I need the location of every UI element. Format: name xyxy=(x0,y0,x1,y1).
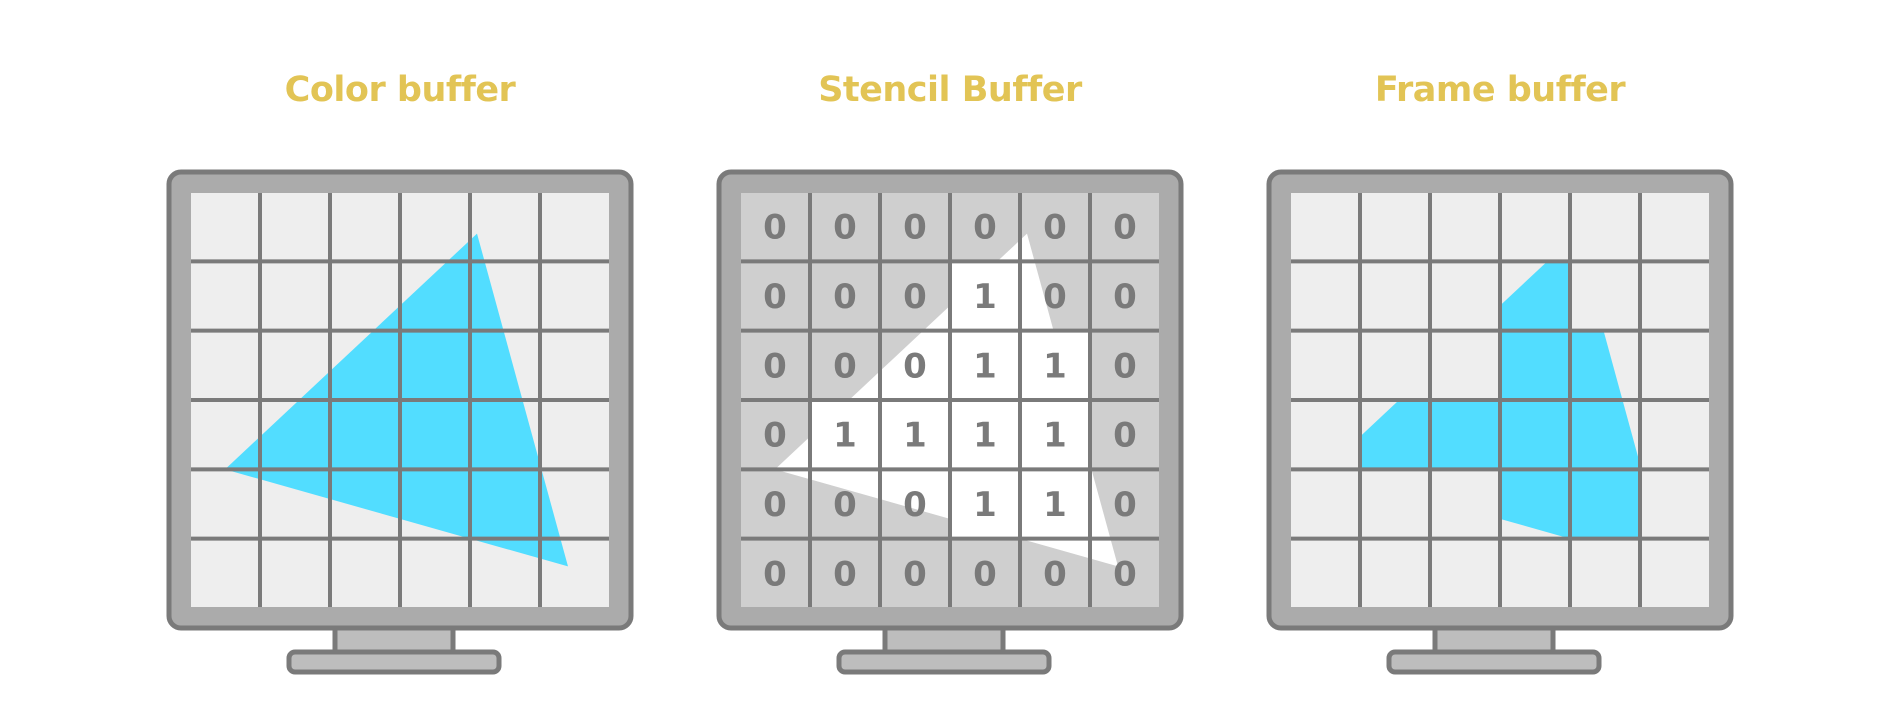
stencil-cell-bg xyxy=(810,400,880,470)
stencil-value: 0 xyxy=(973,208,997,248)
stencil-value: 0 xyxy=(833,277,857,317)
stencil-value: 0 xyxy=(903,277,927,317)
stencil-value: 0 xyxy=(1043,208,1067,248)
stencil-buffer-monitor: 0 0 0 0 0 0 0 0 0 1 0 0 0 0 0 1 1 0 0 1 1 1 1 0 0 0 0 1 1 0 0 0 0 0 0 0 xyxy=(716,169,1184,675)
stencil-cell-bg xyxy=(1090,261,1160,331)
stencil-value: 1 xyxy=(1043,346,1067,386)
stencil-cell-bg xyxy=(950,400,1020,470)
stencil-value: 0 xyxy=(1113,277,1137,317)
stencil-value: 0 xyxy=(903,554,927,594)
stencil-value: 0 xyxy=(833,208,857,248)
stencil-value: 1 xyxy=(973,277,997,317)
stencil-cell-bg xyxy=(810,261,880,331)
stand-neck xyxy=(1432,625,1556,655)
stencil-cell-bg xyxy=(810,192,880,262)
screen-border xyxy=(739,191,1161,609)
stencil-value: 1 xyxy=(973,346,997,386)
stencil-value: 0 xyxy=(833,554,857,594)
stencil-value: 1 xyxy=(1043,416,1067,456)
stencil-value: 1 xyxy=(903,416,927,456)
stencil-value: 0 xyxy=(1113,554,1137,594)
stand-neck xyxy=(882,625,1006,655)
stencil-cell-bg xyxy=(1020,330,1090,400)
stencil-cell-bg xyxy=(1090,192,1160,262)
stencil-cell-bg xyxy=(880,400,950,470)
stencil-value: 1 xyxy=(833,416,857,456)
panel-title: Color buffer xyxy=(284,70,516,110)
stencil-cell-bg xyxy=(950,469,1020,539)
stencil-cell-bg xyxy=(1090,330,1160,400)
stencil-cell-bg xyxy=(950,330,1020,400)
stencil-value: 0 xyxy=(1113,208,1137,248)
panel-title: Frame buffer xyxy=(1374,70,1626,110)
stencil-cell-bg xyxy=(950,261,1020,331)
stand-neck xyxy=(332,625,456,655)
stencil-value: 0 xyxy=(763,277,787,317)
stencil-value: 0 xyxy=(763,485,787,525)
stencil-value: 0 xyxy=(903,346,927,386)
stencil-cell-bg xyxy=(1020,469,1090,539)
stencil-value: 0 xyxy=(833,485,857,525)
stencil-value: 0 xyxy=(903,208,927,248)
stencil-value: 0 xyxy=(1113,485,1137,525)
stencil-value: 0 xyxy=(763,208,787,248)
stencil-cell-bg xyxy=(950,192,1020,262)
stencil-value: 0 xyxy=(1113,346,1137,386)
stencil-value: 0 xyxy=(763,554,787,594)
stencil-value: 0 xyxy=(1113,416,1137,456)
screen-border xyxy=(189,191,611,609)
stencil-cell-bg xyxy=(1090,400,1160,470)
stencil-cell-bg xyxy=(1020,400,1090,470)
stencil-value: 0 xyxy=(833,346,857,386)
stencil-value: 0 xyxy=(1043,277,1067,317)
stencil-cell-bg xyxy=(740,261,810,331)
stencil-value: 1 xyxy=(1043,485,1067,525)
stencil-cell-bg xyxy=(740,330,810,400)
stencil-value: 0 xyxy=(1043,554,1067,594)
stencil-cell-bg xyxy=(740,192,810,262)
stencil-cell-bg xyxy=(740,538,810,608)
color-buffer-panel: Color buffer xyxy=(160,0,640,723)
stencil-value: 0 xyxy=(973,554,997,594)
frame-buffer-monitor xyxy=(1266,169,1734,675)
stencil-cell-bg xyxy=(880,538,950,608)
screen-border xyxy=(1289,191,1711,609)
stencil-value: 0 xyxy=(903,485,927,525)
stand-base xyxy=(286,649,502,675)
stencil-cell-bg xyxy=(1020,192,1090,262)
stencil-cell-bg xyxy=(810,538,880,608)
frame-buffer-panel: Frame buffer xyxy=(1260,0,1740,723)
stencil-cell-bg xyxy=(740,469,810,539)
stencil-cell-bg xyxy=(950,538,1020,608)
stand-base xyxy=(836,649,1052,675)
stencil-value: 1 xyxy=(973,485,997,525)
color-buffer-monitor xyxy=(166,169,634,675)
panel-title: Stencil Buffer xyxy=(818,70,1082,110)
stand-base xyxy=(1386,649,1602,675)
stencil-cell-bg xyxy=(880,192,950,262)
stencil-value: 0 xyxy=(763,416,787,456)
stencil-value: 1 xyxy=(973,416,997,456)
stencil-value: 0 xyxy=(763,346,787,386)
